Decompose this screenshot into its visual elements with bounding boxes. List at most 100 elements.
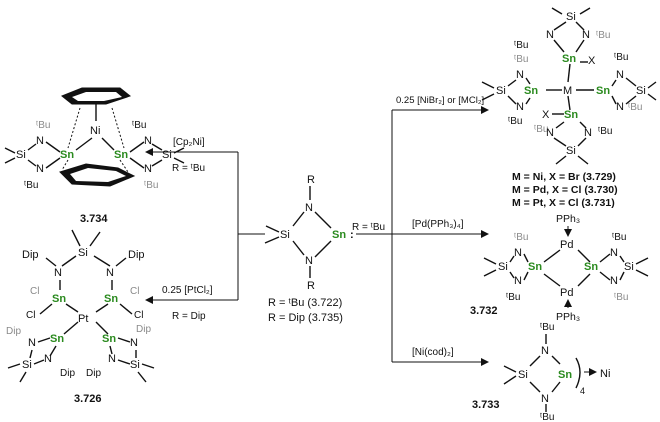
c3734-n-bl: N — [36, 163, 44, 175]
center-label-tbu: R = ᵗBu (3.722) — [268, 297, 342, 309]
c3733-sub4: 4 — [580, 386, 585, 396]
c3734-number: 3.734 — [80, 213, 108, 225]
c3726-si-bl: Si — [22, 359, 32, 371]
c3726-si: Si — [78, 247, 88, 259]
cond-right: R = ᵗBu — [352, 222, 385, 233]
reagent-cp2ni: [Cp₂Ni] — [173, 137, 205, 148]
c3732-number: 3.732 — [470, 305, 498, 317]
c3733-n-top: N — [541, 345, 549, 357]
c3729-tbu-l2: ᵗBu — [508, 116, 522, 127]
starting-stannylene: R N Si Sn : N R R = ᵗBu (3.722) R = Dip … — [264, 174, 354, 324]
c3734-tbu-tl: ᵗBu — [36, 120, 50, 131]
c3729-n-r2: N — [616, 101, 624, 113]
c3726-sn-r: Sn — [104, 293, 118, 305]
c3729-line2: M = Pd, X = Cl (3.730) — [512, 184, 618, 196]
c3729-n-l1: N — [516, 69, 524, 81]
c3726-cl-br: Cl — [134, 310, 143, 321]
c3729-n-bl: N — [546, 127, 554, 139]
c3732-tbu-bl: ᵗBu — [506, 292, 520, 303]
c3729-si-l: Si — [496, 85, 506, 97]
c3729-n-l2: N — [516, 101, 524, 113]
c3726-dip-l: Dip — [22, 249, 39, 261]
c3732-si-l: Si — [498, 261, 508, 273]
c3729-line1: M = Ni, X = Br (3.729) — [512, 171, 616, 183]
reagent-nicod: [Ni(cod)₂] — [412, 347, 454, 358]
compound-3734: Ni Sn Sn ᵗBu N Si N ᵗBu ᵗBu N Si N ᵗBu — [4, 87, 185, 225]
c3729-m: M — [563, 85, 572, 97]
c3734-si-l: Si — [16, 149, 26, 161]
c3726-sn-l: Sn — [52, 293, 66, 305]
c3729-si-bot: Si — [566, 145, 576, 157]
c3733-sn: Sn — [558, 369, 572, 381]
compound-3726: Si Dip Dip N N Cl Cl Sn Sn Cl Cl Pt Dip … — [6, 229, 155, 405]
center-n-top: N — [305, 202, 313, 214]
c3732-tbu-tr: ᵗBu — [612, 232, 626, 243]
reagent-ptcl2: 0.25 [PtCl₂] — [162, 285, 213, 296]
c3732-sn-r: Sn — [584, 261, 598, 273]
c3729-x-bot: X — [542, 109, 550, 121]
c3726-number: 3.726 — [74, 393, 102, 405]
c3732-sn-l: Sn — [528, 261, 542, 273]
cond-cp2ni: R = ᵗBu — [172, 163, 205, 174]
arrows-left: [Cp₂Ni] R = ᵗBu 0.25 [PtCl₂] R = Dip — [145, 137, 265, 322]
c3726-dip-br1: Dip — [136, 324, 151, 335]
c3726-sn-br: Sn — [102, 333, 116, 345]
c3734-tbu-br: ᵗBu — [144, 180, 158, 191]
c3729-n-tl: N — [546, 29, 554, 41]
c3729-tbu-br: ᵗBu — [598, 126, 612, 137]
center-colon: : — [350, 229, 354, 241]
c3732-pd-top: Pd — [560, 239, 573, 251]
c3726-n-bl2: N — [44, 353, 52, 365]
center-r-top: R — [307, 174, 315, 186]
c3726-cl-tl: Cl — [30, 286, 39, 297]
c3729-tbu-tl: ᵗBu — [514, 40, 528, 51]
c3734-n-tl: N — [36, 135, 44, 147]
c3729-x-top: X — [588, 55, 596, 67]
c3729-n-r1: N — [616, 69, 624, 81]
c3729-si-r: Si — [636, 85, 646, 97]
arrows-right: R = ᵗBu 0.25 [NiBr₂] or [MCl₂] [Pd(PPh₃)… — [352, 95, 489, 366]
c3734-ni: Ni — [90, 125, 100, 137]
c3729-sn-top: Sn — [562, 53, 576, 65]
c3729-tbu-r2: ᵗBu — [628, 102, 642, 113]
c3734-sn-left: Sn — [60, 149, 74, 161]
center-sn: Sn — [332, 229, 346, 241]
compound-3733: ᵗBu N Si Sn N ᵗBu 4 Ni 3.733 — [472, 322, 610, 422]
c3732-n-br: N — [610, 275, 618, 287]
center-label-dip: R = Dip (3.735) — [268, 312, 343, 324]
c3733-si: Si — [518, 369, 528, 381]
c3734-n-br: N — [144, 163, 152, 175]
c3726-si-br: Si — [130, 359, 140, 371]
c3726-n-br1: N — [130, 337, 138, 349]
c3729-n-br: N — [584, 127, 592, 139]
c3734-si-r: Si — [162, 149, 172, 161]
c3729-n-tr: N — [582, 29, 590, 41]
c3729-sn-right: Sn — [596, 85, 610, 97]
c3734-tbu-tr: ᵗBu — [132, 120, 146, 131]
c3732-pph3-top: PPh₃ — [556, 213, 580, 225]
compound-3729-3731: Si N N ᵗBu ᵗBu Sn X M Sn ᵗBu N Si N ᵗBu … — [481, 7, 657, 209]
c3726-n-r: N — [106, 267, 114, 279]
c3732-n-tl: N — [514, 247, 522, 259]
cond-ptcl2: R = Dip — [172, 311, 206, 322]
c3729-tbu-tr: ᵗBu — [596, 30, 610, 41]
c3733-n-bot: N — [541, 393, 549, 405]
c3726-n-bl1: N — [28, 337, 36, 349]
c3726-cl-tr: Cl — [130, 286, 139, 297]
center-n-bot: N — [305, 255, 313, 267]
c3729-line3: M = Pt, X = Cl (3.731) — [512, 197, 615, 209]
c3732-pd-bot: Pd — [560, 287, 573, 299]
c3726-pt: Pt — [78, 313, 88, 325]
c3726-cl-bl: Cl — [26, 310, 35, 321]
compound-3732: PPh₃ Pd Sn Sn Pd PPh₃ ᵗBu N Si N ᵗBu ᵗBu… — [470, 213, 649, 323]
c3734-n-tr: N — [144, 135, 152, 147]
c3726-dip-r: Dip — [128, 249, 145, 261]
c3729-tbu-r1: ᵗBu — [614, 52, 628, 63]
c3732-tbu-br: ᵗBu — [614, 292, 628, 303]
c3726-n-br2: N — [108, 353, 116, 365]
c3734-tbu-bl: ᵗBu — [24, 180, 38, 191]
c3733-number: 3.733 — [472, 399, 500, 411]
c3729-tbu-l1: ᵗBu — [514, 54, 528, 65]
c3732-n-bl: N — [514, 275, 522, 287]
